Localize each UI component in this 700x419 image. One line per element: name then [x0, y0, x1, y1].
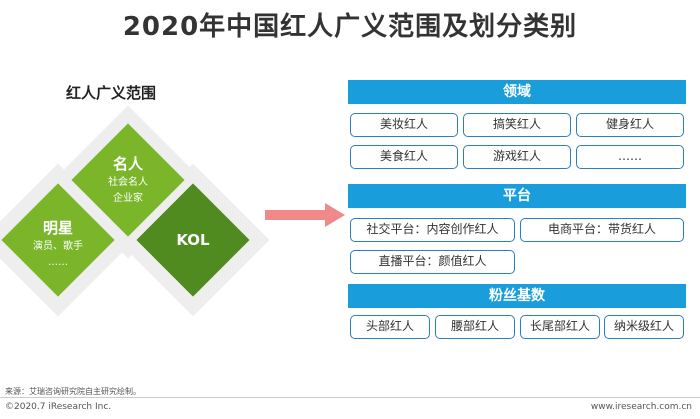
domain-item: 美妆红人 — [350, 113, 458, 137]
domain-item: 游戏红人 — [463, 145, 571, 169]
diamond-celebrity-line-2: 企业家 — [113, 193, 143, 204]
diamond-celebrity-line-1: 社会名人 — [108, 177, 148, 188]
source-note: 来源：艾瑞咨询研究院自主研究绘制。 — [5, 387, 141, 396]
website-url: www.iresearch.com.cn — [590, 402, 692, 412]
domain-item: 健身红人 — [576, 113, 684, 137]
diamond-star-line-2: …… — [48, 257, 68, 268]
diamond-kol-title: KOL — [176, 231, 210, 249]
scope-label: 红人广义范围 — [66, 84, 157, 102]
fans-item: 纳米级红人 — [604, 315, 684, 339]
domain-item: 美食红人 — [350, 145, 458, 169]
fans-item: 腰部红人 — [435, 315, 515, 339]
diamond-celebrity-title: 名人 — [112, 155, 143, 173]
footer-divider — [0, 397, 700, 398]
diamond-star-line-1: 演员、歌手 — [33, 241, 83, 252]
fans-item: 长尾部红人 — [520, 315, 600, 339]
domain-item: …… — [576, 145, 684, 169]
domain-header: 领域 — [348, 80, 686, 104]
platform-item: 社交平台：内容创作红人 — [350, 218, 515, 242]
platform-item: 电商平台：带货红人 — [520, 218, 684, 242]
diamond-kol-text: KOL — [153, 231, 233, 249]
diamond-celebrity-text: 名人 社会名人 企业家 — [88, 153, 168, 206]
fans-header: 粉丝基数 — [348, 284, 686, 308]
copyright: ©2020.7 iResearch Inc. — [5, 402, 112, 412]
diamond-star-title: 明星 — [42, 219, 73, 237]
diamond-star-text: 明星 演员、歌手 …… — [18, 217, 98, 270]
domain-item: 搞笑红人 — [463, 113, 571, 137]
arrow-right-icon — [265, 203, 345, 227]
page-title: 2020年中国红人广义范围及划分类别 — [122, 12, 578, 42]
platform-header: 平台 — [348, 184, 686, 208]
platform-item: 直播平台：颜值红人 — [350, 250, 515, 274]
fans-item: 头部红人 — [350, 315, 430, 339]
